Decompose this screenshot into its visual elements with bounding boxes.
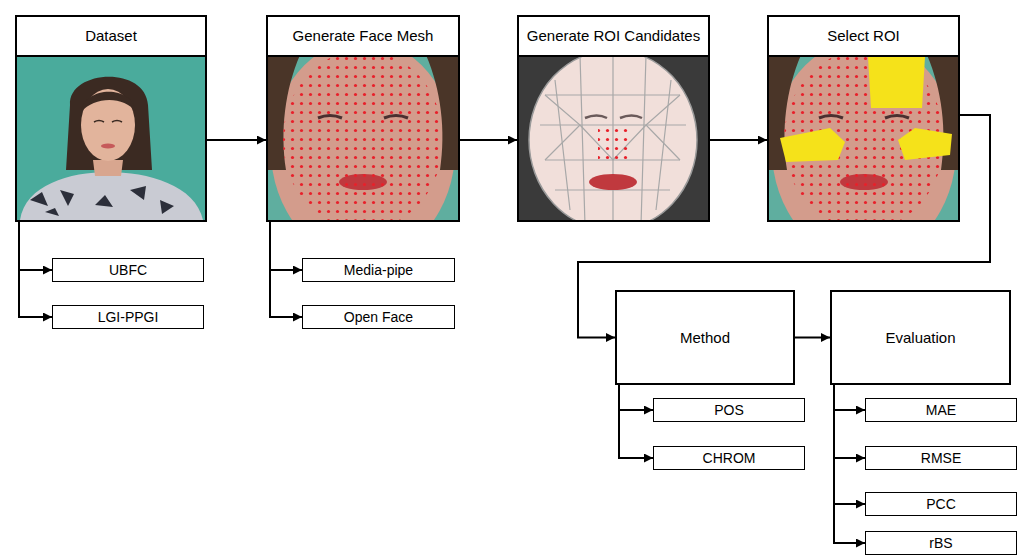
stage-panel: Generate ROI Candidates (517, 15, 710, 222)
dataset-photo (17, 55, 205, 220)
node-label: Generate Face Mesh (268, 17, 458, 57)
connector-arrow (270, 222, 302, 317)
node-label: rBS (866, 532, 1016, 554)
connector-arrow (834, 385, 865, 410)
option-box: PCC (865, 492, 1017, 516)
connector-arrow (19, 222, 52, 270)
process-box: Evaluation (830, 290, 1011, 385)
node-label: MAE (866, 399, 1016, 421)
option-box: UBFC (52, 258, 204, 282)
option-box: LGI-PPGI (52, 305, 204, 329)
selected-roi (780, 57, 952, 162)
option-box: MAE (865, 398, 1017, 422)
face-mesh-image (268, 55, 458, 220)
connector-arrow (834, 385, 865, 543)
option-box: Media-pipe (302, 258, 455, 282)
connector-arrow (795, 337, 830, 339)
process-box: Method (615, 290, 795, 385)
option-box: RMSE (865, 446, 1017, 470)
connector-arrow (460, 139, 517, 141)
option-box: rBS (865, 531, 1017, 555)
node-label: RMSE (866, 447, 1016, 469)
connector-arrow (834, 385, 865, 458)
option-box: POS (653, 398, 805, 422)
connector-arrow (619, 385, 653, 410)
node-label: PCC (866, 493, 1016, 515)
node-label: Dataset (17, 17, 205, 57)
connector-arrow (19, 222, 52, 317)
node-label: Open Face (303, 306, 454, 328)
node-label: CHROM (654, 447, 804, 469)
connector-arrow (710, 139, 767, 141)
node-label: Select ROI (769, 17, 958, 57)
node-label: Generate ROI Candidates (519, 17, 708, 57)
node-label: Method (672, 325, 738, 351)
stage-panel: Generate Face Mesh (266, 15, 460, 222)
node-label: LGI-PPGI (53, 306, 203, 328)
roi-candidates-image (519, 55, 708, 220)
connector-arrow (207, 139, 266, 141)
node-label: Evaluation (877, 325, 963, 351)
option-box: Open Face (302, 305, 455, 329)
stage-panel: Select ROI (767, 15, 960, 222)
node-label: UBFC (53, 259, 203, 281)
node-label: POS (654, 399, 804, 421)
stage-panel: Dataset (15, 15, 207, 222)
connector-arrow (270, 222, 302, 270)
connector-arrow (619, 385, 653, 458)
node-label: Media-pipe (303, 259, 454, 281)
option-box: CHROM (653, 446, 805, 470)
connector-arrow (834, 385, 865, 504)
